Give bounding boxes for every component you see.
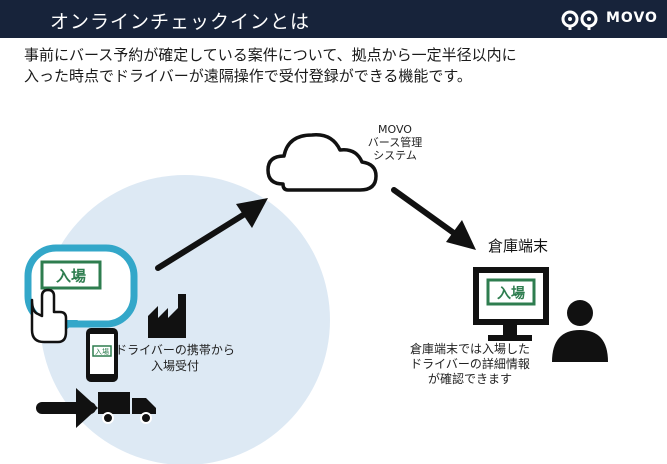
- entry-badge-phone: [40, 260, 102, 290]
- arrow-icon-download: [391, 187, 476, 250]
- warehouse-caption-line-1: 倉庫端末では入場した: [409, 342, 530, 356]
- system-label-line-1: MOVO: [378, 123, 412, 136]
- header-bar: オンラインチェックインとは MOVO: [0, 0, 667, 38]
- movo-logo-icon: [561, 10, 598, 30]
- system-label-line-3: システム: [373, 149, 417, 162]
- logo-text: MOVO: [606, 10, 658, 26]
- intro-text: 事前にバース予約が確定している案件について、拠点から一定半径以内に 入った時点で…: [24, 45, 654, 87]
- smartphone-icon: [86, 328, 118, 382]
- warehouse-caption: 倉庫端末では入場した ドライバーの詳細情報 が確認できます: [370, 342, 570, 387]
- warehouse-caption-line-2: ドライバーの詳細情報: [410, 357, 530, 371]
- hand-pointer-icon: [30, 288, 68, 344]
- warehouse-label: 倉庫端末: [488, 237, 549, 255]
- monitor-icon: [473, 267, 549, 341]
- warehouse-caption-line-3: が確認できます: [427, 372, 512, 386]
- truck-arrow-icon: [36, 388, 98, 428]
- intro-line-1: 事前にバース予約が確定している案件について、拠点から一定半径以内に: [24, 46, 517, 64]
- truck-icon: [98, 392, 156, 424]
- driver-caption-line-2: 入場受付: [150, 359, 199, 373]
- page-title: オンラインチェックインとは: [50, 11, 311, 33]
- phone-badge-text: 入場: [95, 347, 109, 356]
- entry-badge-screen-text: 入場: [497, 285, 525, 302]
- arrow-icon-upload: [155, 198, 268, 271]
- entry-badge-screen: [486, 278, 536, 306]
- person-icon: [552, 300, 608, 362]
- factory-icon: [148, 294, 186, 338]
- driver-caption-line-1: ドライバーの携帯から: [115, 343, 235, 357]
- intro-line-2: 入った時点でドライバーが遠隔操作で受付登録ができる機能です。: [24, 67, 472, 85]
- driver-caption: ドライバーの携帯から 入場受付: [100, 342, 250, 374]
- entry-badge-phone-text: 入場: [56, 267, 86, 285]
- cloud-icon: [266, 133, 378, 192]
- system-label: MOVO バース管理 システム: [355, 123, 435, 162]
- system-label-line-2: バース管理: [367, 136, 423, 149]
